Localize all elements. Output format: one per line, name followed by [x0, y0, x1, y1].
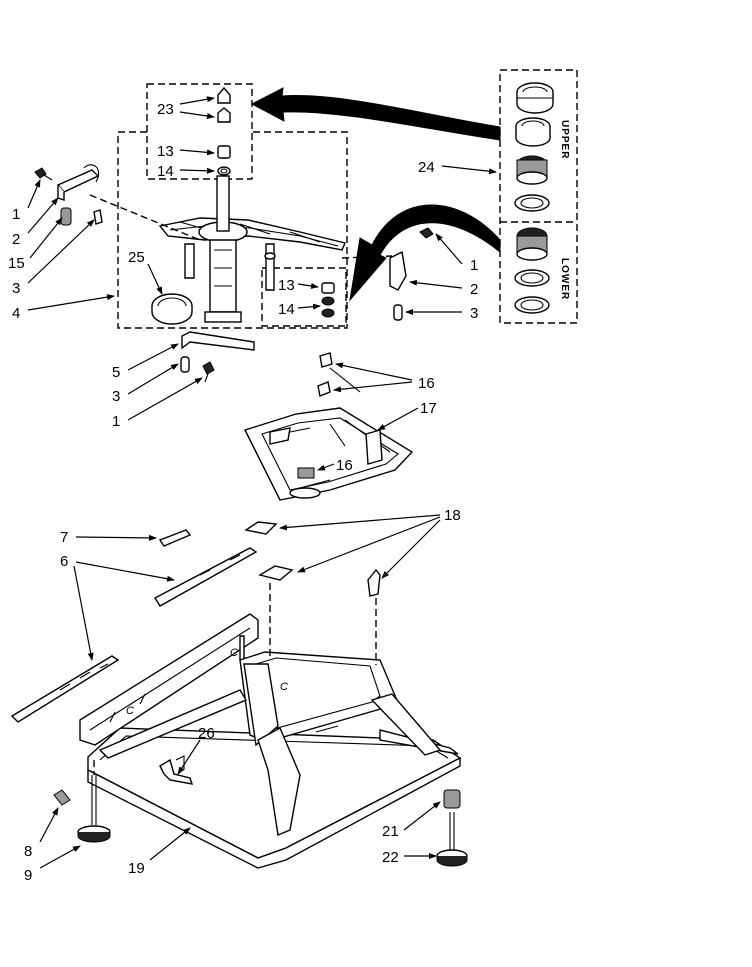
brackets-18 [244, 521, 381, 597]
callout-18: 18 [444, 507, 461, 524]
left-hardware [34, 164, 103, 226]
callout-7: 7 [60, 529, 68, 546]
bearing-inset-box [499, 69, 578, 324]
callout-15: 15 [8, 255, 25, 272]
callout-1: 1 [12, 206, 20, 223]
inset-upper-label: UPPER [559, 120, 570, 159]
callout-3: 3 [12, 280, 20, 297]
tub-support-box [117, 131, 348, 329]
callout-8: 8 [24, 843, 32, 860]
callout-25: 25 [128, 249, 145, 266]
alignment-lines [89, 194, 393, 775]
callout-13: 13 [157, 143, 174, 160]
strips-6-7 [10, 529, 258, 723]
stamp-letter: C [280, 681, 288, 693]
tub-support [158, 175, 346, 323]
right-hardware [389, 227, 434, 321]
callout-3: 3 [112, 388, 120, 405]
small-kit-box [261, 267, 347, 327]
callout-13: 13 [278, 277, 295, 294]
stamp-letter: C [230, 647, 238, 659]
gasket-ring [151, 293, 193, 325]
callout-22: 22 [382, 849, 399, 866]
suspension-frame [98, 651, 442, 836]
callout-9: 9 [24, 867, 32, 884]
inset-lower-label: LOWER [559, 258, 570, 300]
lower-bearings [514, 227, 550, 314]
upper-bearings [514, 82, 554, 212]
callout-2: 2 [12, 231, 20, 248]
callout-21: 21 [382, 823, 399, 840]
leader-lines [27, 96, 497, 869]
callout-16: 16 [336, 457, 353, 474]
upper-small-parts [217, 86, 231, 176]
callout-5: 5 [112, 364, 120, 381]
callout-2: 2 [470, 281, 478, 298]
callout-24: 24 [418, 159, 435, 176]
callout-26: 26 [198, 725, 215, 742]
small-kit-parts [321, 282, 335, 318]
arrow-upper-kit [250, 87, 501, 141]
callout-6: 6 [60, 553, 68, 570]
callout-23: 23 [157, 101, 174, 118]
callout-19: 19 [128, 860, 145, 877]
callout-3: 3 [470, 305, 478, 322]
callout-4: 4 [12, 305, 20, 322]
callout-1: 1 [470, 257, 478, 274]
callout-14: 14 [278, 301, 295, 318]
right-leg [436, 789, 468, 867]
callout-14: 14 [157, 163, 174, 180]
arrow-lower-kit [349, 204, 501, 302]
stamp-letter: C [126, 705, 134, 717]
callout-16: 16 [418, 375, 435, 392]
bracket-5 [180, 331, 255, 383]
callout-17: 17 [420, 400, 437, 417]
left-leg [53, 775, 111, 843]
frame-17 [244, 352, 414, 501]
callout-1: 1 [112, 413, 120, 430]
